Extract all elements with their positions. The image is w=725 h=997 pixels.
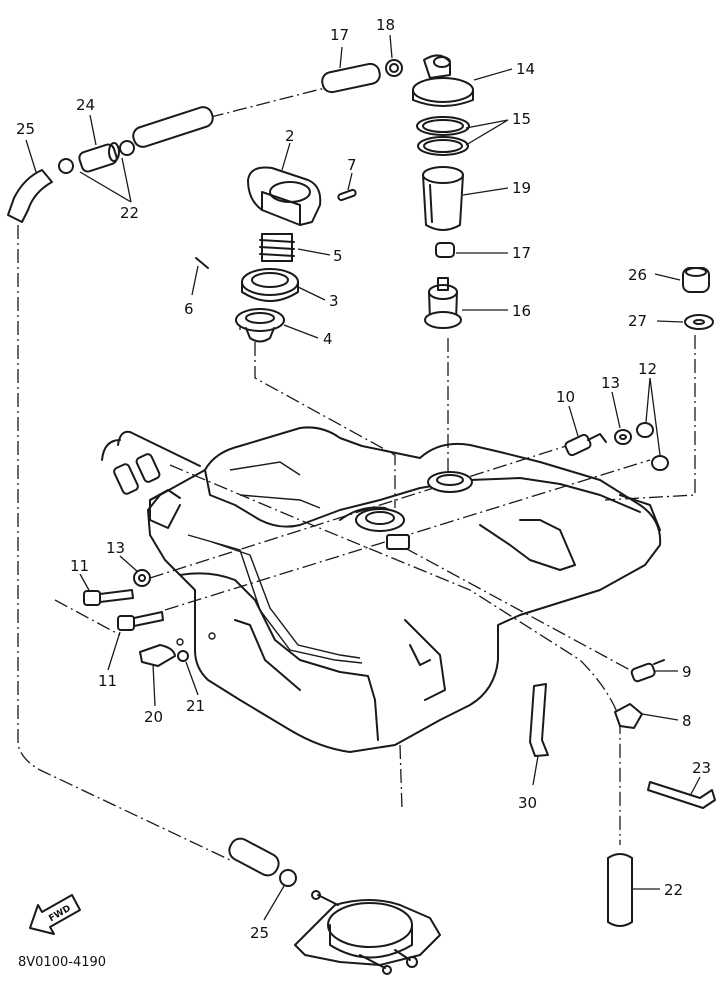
part-8-grommet <box>614 703 643 729</box>
callout-15: 15 <box>512 110 531 128</box>
callout-29: 25 <box>16 120 35 138</box>
callout-16: 16 <box>512 302 531 320</box>
callouts: 25 24 22 2 7 5 6 3 4 17 18 14 15 19 17 1… <box>16 16 711 942</box>
part-16-strainer <box>424 277 462 329</box>
part-25-clamp-lower <box>279 869 297 887</box>
part-28-fitting <box>78 142 120 173</box>
callout-23: 22 <box>664 881 683 899</box>
drawing-code: 8V0100-4190 <box>18 955 106 970</box>
part-14-pump-cap <box>412 54 474 107</box>
callout-14: 14 <box>516 60 535 78</box>
part-27-washer <box>684 314 714 330</box>
part-13-washer-lower <box>133 569 151 587</box>
callout-25b: 25 <box>250 924 269 942</box>
callout-22: 21 <box>186 697 205 715</box>
part-29-elbow-hose <box>7 169 53 223</box>
part-19-hose <box>321 62 381 94</box>
part-30-cable-tie <box>529 683 549 757</box>
leader-lines <box>25 34 701 921</box>
part-25-clamps-upper <box>58 140 135 174</box>
callout-5: 5 <box>333 247 343 265</box>
part-4-filler-neck <box>235 308 285 343</box>
part-24-cable-tie <box>647 781 716 809</box>
part-10-fitting <box>564 433 607 457</box>
callout-24: 23 <box>692 759 711 777</box>
callout-25a: 22 <box>120 204 139 222</box>
part-17-clip <box>435 242 455 258</box>
callout-8: 8 <box>682 712 692 730</box>
part-7-pin <box>337 188 357 202</box>
fuel-cock <box>294 890 441 975</box>
part-20-clamp <box>385 59 403 77</box>
callout-11b: 11 <box>98 672 117 690</box>
fuel-tank <box>101 426 662 753</box>
callout-17: 17 <box>512 244 531 262</box>
callout-9: 9 <box>682 663 692 681</box>
fwd-arrow: FWD <box>29 894 81 935</box>
part-12-washers <box>636 422 669 471</box>
part-13-washer-upper <box>614 429 632 445</box>
callout-11a: 11 <box>70 557 89 575</box>
part-11-bolt-upper <box>83 589 134 606</box>
lower-hose <box>228 837 280 877</box>
callout-27: 27 <box>628 312 647 330</box>
part-18-pickup-sleeve <box>422 166 464 231</box>
part-26-grommet <box>682 267 710 293</box>
callout-26: 26 <box>628 266 647 284</box>
callout-6: 6 <box>184 300 194 318</box>
part-9-fitting <box>630 659 665 683</box>
part-5-spring <box>259 233 295 262</box>
part-21-hose <box>139 644 176 667</box>
breather-hose <box>132 106 214 148</box>
callout-28: 24 <box>76 96 95 114</box>
callout-2: 2 <box>285 127 295 145</box>
part-2-filler-cap <box>247 166 322 226</box>
callout-21: 20 <box>144 708 163 726</box>
callout-4: 4 <box>323 330 333 348</box>
part-23-hose <box>607 853 633 927</box>
part-3-gasket-ring <box>241 268 299 302</box>
callout-13b: 13 <box>106 539 125 557</box>
callout-13a: 13 <box>601 374 620 392</box>
callout-3: 3 <box>329 292 339 310</box>
part-22-clip <box>177 650 189 662</box>
callout-19: 17 <box>330 26 349 44</box>
part-11-bolt-lower <box>117 611 164 631</box>
callout-12: 12 <box>638 360 657 378</box>
part-6-pin <box>195 257 209 269</box>
part-15-o-rings <box>416 116 470 156</box>
callout-30: 30 <box>518 794 537 812</box>
callout-7: 7 <box>347 156 357 174</box>
callout-20: 18 <box>376 16 395 34</box>
callout-18: 19 <box>512 179 531 197</box>
callout-10: 10 <box>556 388 575 406</box>
